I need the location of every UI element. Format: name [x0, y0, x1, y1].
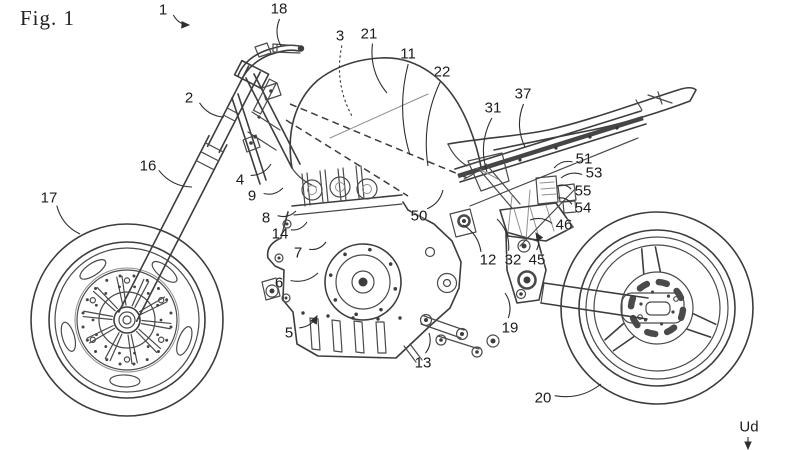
ref-label-2: 2 [184, 89, 194, 107]
bar-end-cap [297, 45, 305, 52]
leader-8 [278, 211, 296, 217]
swingarm [541, 283, 648, 319]
ref-label-1: 1 [158, 1, 168, 19]
leader-3 [339, 46, 352, 116]
ref-label-46: 46 [555, 216, 573, 234]
leader-4 [251, 164, 271, 175]
fuel-tank [286, 58, 481, 196]
ref-label-21: 21 [360, 25, 378, 43]
direction-marker-ud: Ud [739, 418, 759, 436]
leader-6 [291, 273, 318, 281]
ref-label-54: 54 [574, 199, 592, 217]
ref-label-18: 18 [270, 0, 288, 18]
leader-54 [558, 198, 572, 205]
ref-label-32: 32 [504, 251, 522, 269]
ref-label-19: 19 [501, 319, 519, 337]
ref-label-16: 16 [139, 157, 157, 175]
leader-13 [425, 333, 430, 353]
leader-32 [497, 219, 509, 251]
ref-label-51: 51 [575, 150, 593, 168]
ref-label-45: 45 [528, 251, 546, 269]
leader-53 [561, 173, 582, 178]
ref-label-5: 5 [284, 324, 294, 342]
leader-45 [535, 232, 544, 250]
ref-label-9: 9 [247, 187, 257, 205]
rear-suspension [478, 164, 578, 246]
ref-label-4: 4 [235, 171, 245, 189]
leader-50 [427, 190, 443, 209]
ref-label-8: 8 [261, 209, 271, 227]
leader-lines [57, 15, 601, 397]
ref-label-17: 17 [40, 189, 58, 207]
ref-label-53: 53 [585, 164, 603, 182]
ref-label-37: 37 [514, 85, 532, 103]
ref-label-20: 20 [534, 389, 552, 407]
ref-label-11: 11 [400, 45, 416, 63]
leader-31 [483, 118, 491, 172]
leader-9 [264, 188, 283, 194]
leader-37 [519, 104, 525, 147]
leader-2 [200, 103, 225, 117]
leader-5 [299, 315, 318, 328]
leader-21 [372, 44, 387, 93]
leader-12 [463, 225, 481, 252]
leader-7 [309, 242, 326, 249]
figure-caption: Fig. 1 [20, 6, 76, 30]
ref-label-14: 14 [271, 225, 289, 243]
ref-label-50: 50 [410, 207, 428, 225]
leader-46 [530, 218, 552, 223]
ref-label-22: 22 [433, 63, 451, 81]
ref-label-55: 55 [574, 182, 592, 200]
ref-label-13: 13 [414, 354, 432, 372]
leader-18 [277, 19, 281, 46]
ref-label-3: 3 [335, 27, 345, 45]
leader-20 [555, 384, 601, 397]
leader-1 [173, 15, 191, 29]
ref-label-12: 12 [479, 251, 497, 269]
seat-tail [448, 88, 696, 206]
frame [232, 74, 546, 303]
ref-label-6: 6 [274, 274, 284, 292]
front-fork [119, 43, 277, 321]
leader-22 [426, 82, 440, 166]
ref-label-7: 7 [293, 244, 303, 262]
leader-55 [557, 185, 571, 189]
front-wheel [31, 224, 223, 416]
leader-17 [57, 206, 80, 234]
leader-19 [505, 293, 510, 318]
leader-51 [554, 161, 573, 168]
leader-16 [159, 170, 192, 187]
ref-label-31: 31 [484, 99, 502, 117]
rear-wheel [561, 212, 753, 404]
handlebar [238, 44, 305, 81]
engine [262, 166, 499, 362]
leader-11 [403, 64, 410, 155]
leader-14 [291, 222, 307, 230]
